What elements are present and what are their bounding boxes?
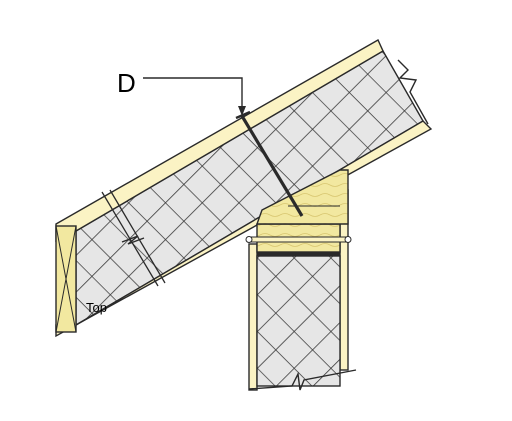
wall-left-facing (248, 243, 258, 391)
fixing-screw (235, 110, 304, 217)
wall-break-line (248, 369, 357, 391)
callout-label-d: D (117, 68, 136, 98)
callout-arrowhead (238, 106, 246, 116)
callout-leader-line (143, 77, 243, 110)
callout-d: D (117, 68, 246, 116)
roof-break-line (397, 59, 429, 125)
wall-head-rail (248, 236, 349, 243)
roof-panel (55, 39, 433, 338)
wall-insulation-core (256, 255, 341, 387)
wall-sole-strip (257, 252, 340, 256)
rail-end-right (344, 236, 352, 243)
rail-end-left (245, 236, 253, 243)
wall-wedge-timber (256, 169, 349, 225)
wall-panel (245, 169, 357, 391)
eave-block-cross-2 (55, 225, 77, 333)
eave-partial-label: Top (86, 300, 107, 315)
roof-zigzag-mark (121, 235, 145, 245)
